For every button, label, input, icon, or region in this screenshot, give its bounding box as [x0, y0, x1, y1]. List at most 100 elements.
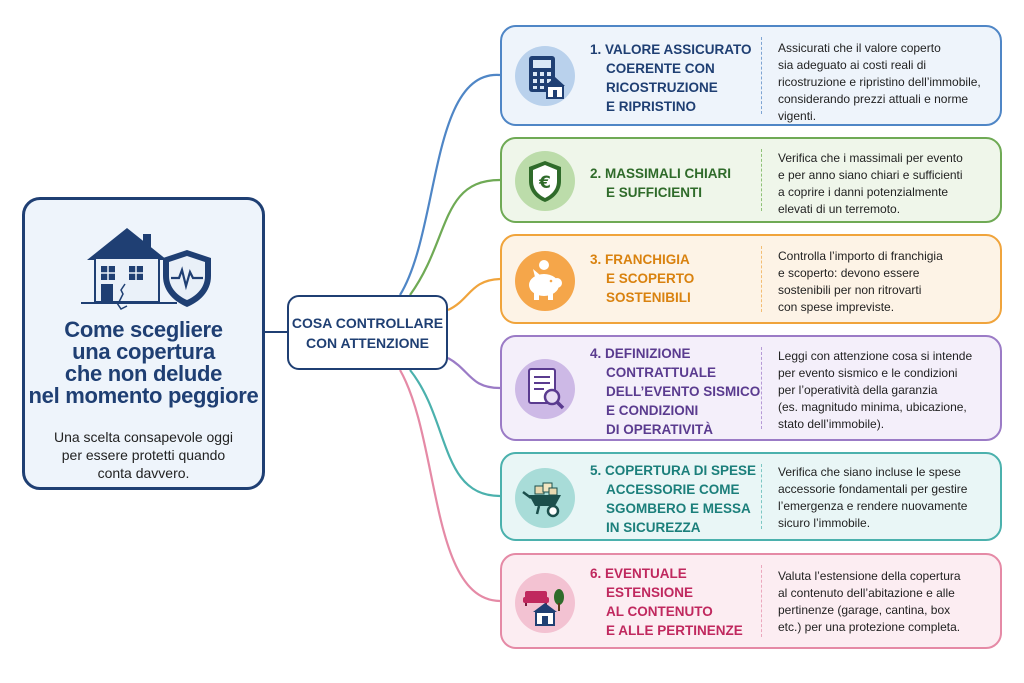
shield-heartbeat-icon [163, 250, 211, 307]
item-desc-line: a coprire i danni potenzialmente [778, 185, 949, 199]
item-desc-line: Controlla l’importo di franchigia [778, 249, 943, 263]
main-title-line: Come scegliere [64, 317, 223, 342]
item-desc-line: stato dell’immobile). [778, 417, 885, 431]
euro-shield-icon: € [515, 151, 575, 211]
connector-item-5 [409, 369, 501, 498]
item-title-line: RICOSTRUZIONE [606, 80, 718, 95]
house-shield-illustration [81, 228, 211, 310]
item-card-2: € 2. MASSIMALI CHIARI E SUFFICIENTI Veri… [500, 137, 1002, 223]
svg-text:€: € [538, 173, 551, 193]
item-title-line: CONTRATTUALE [606, 365, 716, 380]
item-title-line: 1. VALORE ASSICURATO [590, 42, 752, 57]
item-title-line: 4. DEFINIZIONE [590, 346, 691, 361]
item-desc-line: Assicurati che il valore coperto [778, 41, 941, 55]
main-title: Come scegliere una copertura che non del… [25, 319, 262, 407]
wheelbarrow-icon [515, 468, 575, 528]
document-magnifier-icon [515, 359, 575, 419]
item-desc-line: e per anno siano chiari e sufficienti [778, 168, 963, 182]
item-card-3: 3. FRANCHIGIA E SCOPERTO SOSTENIBILI Con… [500, 234, 1002, 324]
item-desc-line: Leggi con attenzione cosa si intende [778, 349, 973, 363]
item-title-line: 3. FRANCHIGIA [590, 252, 690, 267]
center-label-line: CON ATTENZIONE [306, 334, 429, 351]
item-desc-line: considerando prezzi attuali e norme [778, 92, 969, 106]
item-title: 6. EVENTUALE ESTENSIONE AL CONTENUTO E A… [590, 564, 750, 640]
item-title-line: DI OPERATIVITÀ [606, 422, 714, 437]
house-icon [81, 228, 177, 310]
main-title-line: nel momento peggiore [28, 383, 259, 408]
item-desc-line: Verifica che siano incluse le spese [778, 465, 961, 479]
item-description: Verifica che i massimali per evento e pe… [778, 150, 993, 218]
item-title-line: E RIPRISTINO [606, 99, 697, 114]
divider [761, 37, 762, 114]
item-desc-line: Valuta l’estensione della copertura [778, 569, 961, 583]
item-desc-line: e scoperto: devono essere [778, 266, 920, 280]
item-desc-line: etc.) per una protezione completa. [778, 620, 961, 634]
divider [761, 246, 762, 312]
main-subtitle: Una scelta consapevole oggi per essere p… [33, 428, 254, 482]
item-desc-line: sicuro l’immobile. [778, 516, 871, 530]
item-desc-line: al contenuto dell’abitazione e alle [778, 586, 955, 600]
item-desc-line: sia adeguato ai costi reali di [778, 58, 927, 72]
item-title: 2. MASSIMALI CHIARI E SUFFICIENTI [590, 164, 750, 202]
item-card-4: 4. DEFINIZIONE CONTRATTUALE DELL’EVENTO … [500, 335, 1002, 441]
main-title-line: che non delude [64, 361, 223, 386]
sofa-house-tree-icon [515, 573, 575, 633]
connector-item-4 [447, 357, 501, 390]
item-description: Valuta l’estensione della copertura al c… [778, 568, 993, 636]
main-subtitle-line: conta davvero. [97, 465, 190, 481]
item-title-line: 6. EVENTUALE [590, 566, 687, 581]
main-card: Come scegliere una copertura che non del… [22, 197, 265, 490]
item-desc-line: vigenti. [778, 109, 817, 123]
main-subtitle-line: Una scelta consapevole oggi [53, 429, 233, 445]
item-title-line: COERENTE CON [606, 61, 715, 76]
item-card-1: 1. VALORE ASSICURATO COERENTE CON RICOST… [500, 25, 1002, 126]
item-title: 4. DEFINIZIONE CONTRATTUALE DELL’EVENTO … [590, 344, 761, 439]
item-title-line: DELL’EVENTO SISMICO [606, 384, 761, 399]
item-desc-line: l’emergenza e rendere nuovamente [778, 499, 968, 513]
item-desc-line: con spese impreviste. [778, 300, 895, 314]
divider [761, 149, 762, 211]
divider [761, 464, 762, 529]
item-desc-line: Verifica che i massimali per evento [778, 151, 963, 165]
item-desc-line: per l’operatività della garanzia [778, 383, 938, 397]
item-card-5: 5. COPERTURA DI SPESE ACCESSORIE COME SG… [500, 452, 1002, 541]
item-title-line: E SUFFICIENTI [606, 185, 703, 200]
center-label: COSA CONTROLLARE CON ATTENZIONE [287, 295, 448, 370]
item-title: 5. COPERTURA DI SPESE ACCESSORIE COME SG… [590, 461, 757, 537]
item-description: Verifica che siano incluse le spese acce… [778, 464, 993, 532]
connector-item-1 [399, 73, 501, 296]
connector-item-2 [409, 178, 501, 296]
item-title-line: SGOMBERO E MESSA [606, 501, 751, 516]
item-desc-line: ricostruzione e ripristino dell’immobile… [778, 75, 981, 89]
item-desc-line: accessorie fondamentali per gestire [778, 482, 968, 496]
piggy-bank-icon [515, 251, 575, 311]
item-title-line: 5. COPERTURA DI SPESE [590, 463, 757, 478]
item-title-line: 2. MASSIMALI CHIARI [590, 166, 732, 181]
item-description: Leggi con attenzione cosa si intende per… [778, 348, 993, 433]
item-title: 3. FRANCHIGIA E SCOPERTO SOSTENIBILI [590, 250, 750, 307]
main-subtitle-line: per essere protetti quando [61, 447, 226, 463]
item-title-line: ACCESSORIE COME [606, 482, 740, 497]
item-description: Controlla l’importo di franchigia e scop… [778, 248, 993, 316]
main-title-line: una copertura [72, 339, 215, 364]
item-title-line: SOSTENIBILI [606, 290, 691, 305]
item-description: Assicurati che il valore coperto sia ade… [778, 40, 993, 125]
item-title-line: IN SICUREZZA [606, 520, 701, 535]
item-card-6: 6. EVENTUALE ESTENSIONE AL CONTENUTO E A… [500, 553, 1002, 649]
item-desc-line: per evento sismico e le condizioni [778, 366, 958, 380]
item-title-line: AL CONTENUTO [606, 604, 713, 619]
item-title-line: ESTENSIONE [606, 585, 694, 600]
divider [761, 347, 762, 429]
item-desc-line: sostenibili per non ritrovarti [778, 283, 922, 297]
item-desc-line: pertinenze (garage, cantina, box [778, 603, 951, 617]
connector-item-6 [399, 369, 501, 603]
item-title-line: E CONDIZIONI [606, 403, 699, 418]
item-title-line: E SCOPERTO [606, 271, 695, 286]
item-desc-line: (es. magnitudo minima, ubicazione, [778, 400, 967, 414]
item-title-line: E ALLE PERTINENZE [606, 623, 743, 638]
center-label-line: COSA CONTROLLARE [291, 314, 444, 331]
connector-item-3 [447, 277, 501, 312]
divider [761, 565, 762, 637]
calculator-house-icon [515, 46, 575, 106]
